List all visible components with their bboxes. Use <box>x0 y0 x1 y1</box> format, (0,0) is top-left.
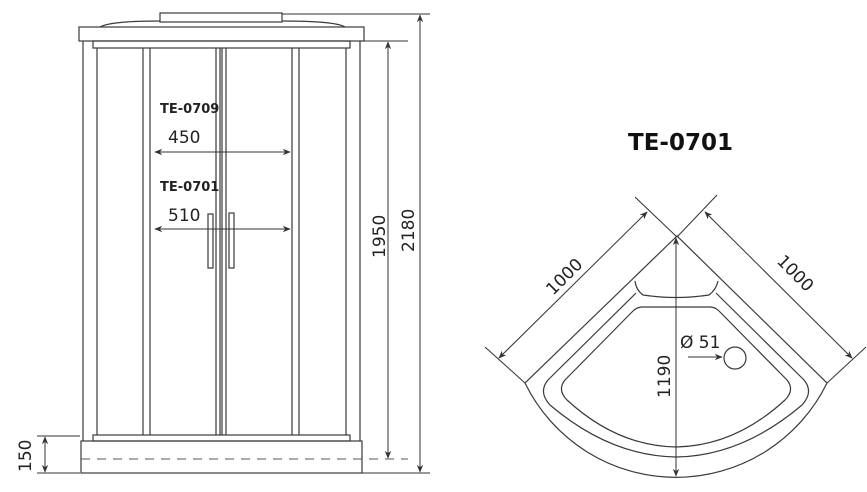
door-handle-right <box>228 212 235 269</box>
roof-dome <box>99 20 346 28</box>
height-total-label: 2180 <box>399 209 419 252</box>
dim-arrow-left-1000 <box>498 211 648 359</box>
dim-arrow-right-1000 <box>704 211 853 359</box>
drain-hole <box>723 346 747 370</box>
side-right-label: 1000 <box>772 251 817 296</box>
door-width-te0701: 510 <box>168 206 200 226</box>
top-rail <box>92 40 351 49</box>
diagonal-label: 1190 <box>655 355 675 398</box>
tray-outline-outer <box>524 235 828 478</box>
drain-diameter-label: Ø 51 <box>680 333 720 353</box>
door-handle-left <box>207 213 214 269</box>
front-view: TE-0709 450 TE-0701 510 1950 2180 150 <box>16 12 430 474</box>
tray-base <box>80 440 363 474</box>
roof-top <box>159 12 283 23</box>
model-label-te0709: TE-0709 <box>160 102 219 117</box>
top-view-title: TE-0701 <box>628 130 733 156</box>
top-view: TE-0701 1000 1000 1190 Ø 51 <box>484 130 867 478</box>
tray-rim <box>92 434 351 442</box>
top-bar <box>78 26 365 42</box>
door-width-te0709: 450 <box>168 128 200 148</box>
height-inner-label: 1950 <box>370 215 390 258</box>
tray-height-label: 150 <box>16 440 36 472</box>
model-label-te0701: TE-0701 <box>160 180 219 195</box>
